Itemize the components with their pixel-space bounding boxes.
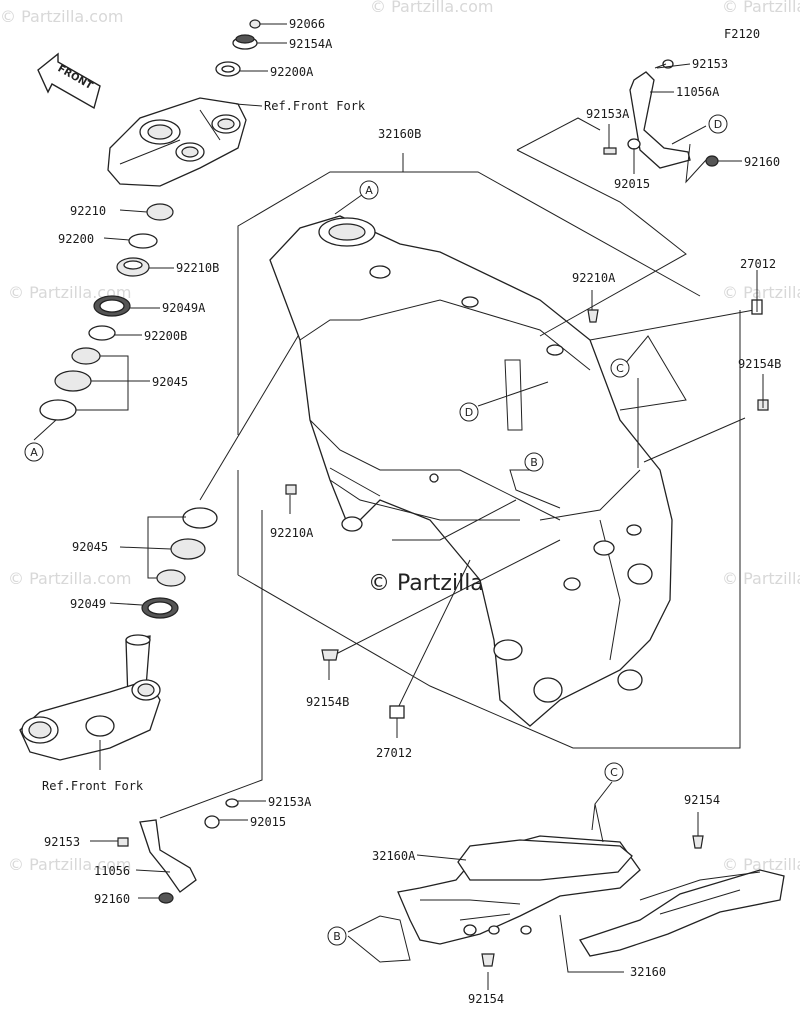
part-label: 92210A: [572, 271, 616, 285]
part-label: 92153: [44, 835, 80, 849]
part-label: 92154B: [306, 695, 349, 709]
locknut-hole-icon: [123, 260, 143, 270]
callout-letter: C: [616, 362, 624, 375]
part-label: 92153A: [586, 107, 630, 121]
watermark: © Partzilla.com: [8, 855, 131, 874]
label-sticker-icon: [389, 705, 405, 719]
bolt-icon: [587, 309, 599, 323]
callout-letter: D: [714, 118, 722, 131]
part-label: 92160: [94, 892, 130, 906]
bracket-assembly-bottom-icon: [90, 510, 266, 904]
main-frame-icon: [269, 215, 673, 727]
ref-front-fork-top: Ref.Front Fork: [264, 99, 366, 113]
part-label: 92015: [250, 815, 286, 829]
bearing-race-icon: [156, 569, 186, 587]
leader-lines-rear: [347, 781, 699, 990]
part-label: 11056: [94, 864, 130, 878]
washer-icon: [128, 233, 158, 249]
part-label: 92160: [744, 155, 780, 169]
part-label: 92049A: [162, 301, 206, 315]
bearing-icon: [170, 538, 206, 560]
bolt-icon: [285, 484, 297, 495]
callout-b-rear: B: [327, 926, 347, 946]
part-label: 92154A: [289, 37, 333, 51]
callout-letter: A: [365, 184, 373, 197]
front-arrow-icon: FRONT: [37, 52, 101, 110]
figure-id: F2120: [724, 27, 760, 41]
callout-letter: B: [530, 456, 538, 469]
leader-lines-left: [33, 23, 311, 770]
callout-letter: D: [465, 406, 473, 419]
cap-top-icon: [235, 34, 255, 44]
part-label: 92210B: [176, 261, 219, 275]
watermark: © Partzilla.com: [722, 0, 800, 16]
part-label: 92015: [614, 177, 650, 191]
bearing-icon: [54, 370, 92, 392]
leader-lines-frame: [289, 149, 755, 718]
watermark: © Partzilla.com: [722, 569, 800, 588]
part-label: 92200A: [270, 65, 314, 79]
lower-triple-clamp-icon: [19, 634, 161, 761]
part-label: 32160A: [372, 849, 416, 863]
watermark: © Partzilla.com: [370, 0, 493, 16]
callout-c-rear: C: [604, 762, 624, 782]
part-label: 32160: [630, 965, 666, 979]
callout-d-top: D: [708, 114, 728, 134]
part-label: 27012: [740, 257, 776, 271]
callout-letter: A: [30, 446, 38, 459]
part-label: 32160B: [378, 127, 421, 141]
bracket-assembly-top-icon: [516, 59, 742, 184]
part-label: 92200B: [144, 329, 187, 343]
part-label: 92210A: [270, 526, 314, 540]
callout-letter: C: [610, 766, 618, 779]
part-label: 92066: [289, 17, 325, 31]
callout-b-frame: B: [524, 452, 544, 472]
watermark: © Partzilla.com: [8, 283, 131, 302]
part-label: 11056A: [676, 85, 720, 99]
nut-icon: [249, 19, 261, 29]
watermark: © Partzilla.com: [0, 7, 123, 26]
part-label: 92153A: [268, 795, 312, 809]
washer-hole-icon: [221, 65, 235, 73]
bearing-race-icon: [39, 399, 77, 421]
bearing-race-icon: [71, 347, 101, 365]
callout-a-left: A: [24, 442, 44, 462]
part-label: 92049: [70, 597, 106, 611]
part-label: 92045: [152, 375, 188, 389]
callout-c-frame: C: [610, 358, 630, 378]
seal-hole-icon: [147, 601, 173, 615]
watermark: © Partzilla.com: [8, 569, 131, 588]
part-label: 92200: [58, 232, 94, 246]
stem-nut-icon: [146, 203, 174, 221]
part-label: 92154: [684, 793, 720, 807]
seal-hole-icon: [99, 299, 125, 313]
part-label: 92154B: [738, 357, 781, 371]
watermark: © Partzilla.com: [722, 855, 800, 874]
part-labels: 92066 92154A 92200A Ref.Front Fork 32160…: [42, 17, 781, 1006]
callout-letter: B: [333, 930, 341, 943]
frame-outline-lines: [237, 153, 741, 749]
callout-a-top: A: [359, 180, 379, 200]
upper-triple-clamp-icon: [107, 97, 247, 187]
part-label: 27012: [376, 746, 412, 760]
washer-icon: [88, 325, 116, 341]
part-label: 92154: [468, 992, 504, 1006]
bolt-icon: [321, 649, 339, 661]
part-label: 92045: [72, 540, 108, 554]
bearing-race-icon: [182, 507, 218, 529]
callout-d-frame: D: [459, 402, 479, 422]
ref-front-fork-bottom: Ref.Front Fork: [42, 779, 144, 793]
part-label: 92153: [692, 57, 728, 71]
rear-subframe-icon: [397, 835, 785, 967]
part-label: 92210: [70, 204, 106, 218]
watermark: © Partzilla.com: [722, 283, 800, 302]
